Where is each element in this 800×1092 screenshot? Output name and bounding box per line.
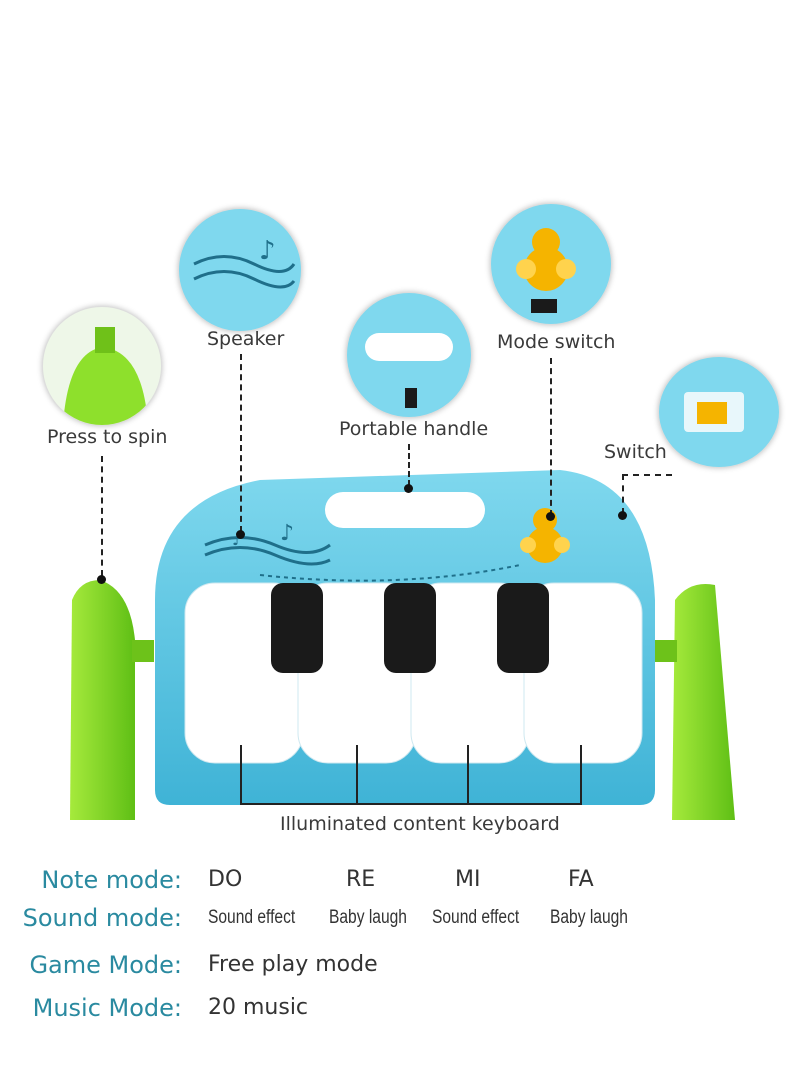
leader-line-speaker [240,354,242,532]
mode-name: Sound mode: [22,904,182,932]
leader-dot-speaker [236,530,245,539]
portable-handle-label: Portable handle [339,418,489,440]
leader-line-switch-h [622,474,672,476]
detail-circle-switch [658,356,780,468]
mode-value: RE [346,867,376,892]
leader-line-mode-switch [550,358,552,516]
leader-dot-spin [97,575,106,584]
detail-circle-mode-switch [490,203,612,325]
mode-switch-label: Mode switch [497,331,616,353]
press-to-spin-label: Press to spin [47,426,168,448]
mode-value: DO [208,867,243,892]
mode-name: Note mode: [41,866,182,894]
keyboard-label: Illuminated content keyboard [280,813,560,835]
speaker-label: Speaker [207,328,285,350]
detail-circle-spin [42,306,162,426]
svg-text:♪: ♪ [232,530,242,549]
mode-value: Sound effect [208,907,296,928]
leader-dot-handle [404,484,413,493]
mode-row-game: Game Mode: Free play mode [0,949,800,989]
mode-value: Baby laugh [550,907,628,928]
keyboard-bracket-tick-3 [467,745,469,803]
switch-label: Switch [604,441,667,463]
detail-circle-handle [346,292,472,418]
mode-value: Free play mode [208,952,378,977]
leader-line-handle [408,444,410,486]
mode-value: 20 music [208,995,309,1020]
detail-circle-speaker: ♪ [178,208,302,332]
leader-dot-mode-switch [546,512,555,521]
keyboard-bracket [240,745,582,805]
mode-value: Baby laugh [329,907,407,928]
svg-text:♪: ♪ [259,236,276,266]
mode-row-sound: Sound mode: Sound effect Baby laugh Soun… [0,902,800,942]
mode-name: Music Mode: [32,994,182,1022]
mode-row-note: Note mode: DO RE MI FA [0,864,800,904]
keyboard-bracket-tick-2 [356,745,358,803]
leader-dot-switch [618,511,627,520]
svg-text:♪: ♪ [280,521,294,546]
leader-line-switch-v [622,474,624,514]
leader-line-spin [101,456,103,576]
mode-row-music: Music Mode: 20 music [0,992,800,1032]
mode-value: MI [455,867,481,892]
mode-value: Sound effect [432,907,520,928]
mode-name: Game Mode: [29,951,182,979]
mode-value: FA [568,867,594,892]
